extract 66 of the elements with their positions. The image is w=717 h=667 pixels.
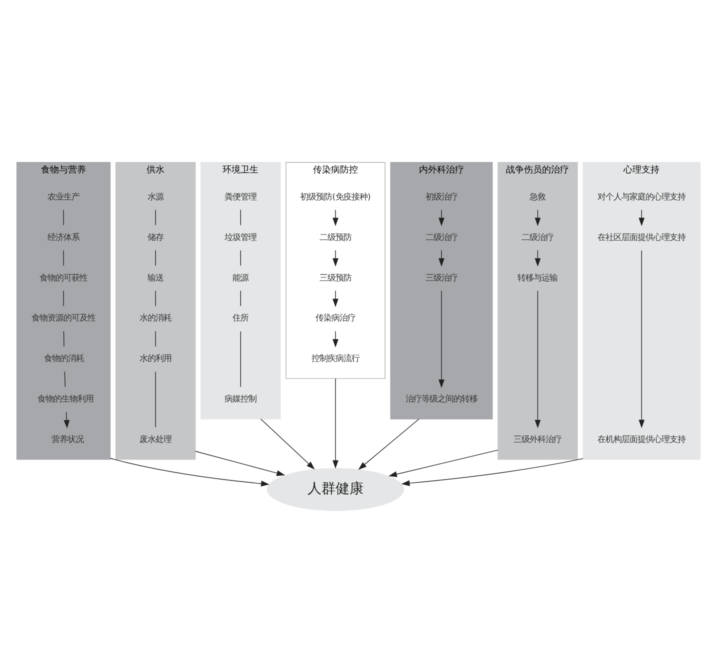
node-text: 输送 bbox=[148, 272, 164, 282]
node-text: 食物资源的可及性 bbox=[32, 312, 96, 322]
connector bbox=[240, 249, 241, 266]
node-text: 食物的可获性 bbox=[40, 272, 88, 282]
node-text: 二级预防 bbox=[319, 231, 352, 242]
arrow bbox=[332, 330, 338, 348]
connector bbox=[155, 209, 156, 225]
node-text: 在机构层面提供心理支持 bbox=[598, 434, 686, 444]
arrow bbox=[110, 457, 270, 486]
connector bbox=[155, 330, 156, 346]
arrow bbox=[638, 250, 645, 428]
node-text: 转移与运输 bbox=[518, 272, 558, 282]
node-text: 治疗等级之间的转移 bbox=[405, 393, 478, 404]
arrow bbox=[438, 290, 444, 388]
connector bbox=[240, 209, 241, 225]
arrow bbox=[401, 458, 584, 486]
node-text: 农业生产 bbox=[48, 190, 80, 201]
arrow bbox=[260, 418, 315, 469]
arrow bbox=[332, 290, 338, 307]
connector bbox=[63, 290, 64, 306]
node-text: 在社区层面提供心理支持 bbox=[598, 231, 686, 242]
node-ellipse: 人群健康 bbox=[266, 466, 405, 512]
node-text: 食物的消耗 bbox=[44, 352, 84, 363]
connector bbox=[155, 290, 156, 306]
node-text: 二级治疗 bbox=[425, 231, 458, 242]
node-text: 初级预防(免疫接种) bbox=[300, 190, 371, 201]
arrow bbox=[534, 290, 541, 428]
node-text: 三级治疗 bbox=[425, 272, 458, 282]
arrow bbox=[332, 209, 338, 226]
node-text: 储存 bbox=[148, 231, 164, 242]
node-text: 传染病治疗 bbox=[315, 312, 356, 322]
node-text: 能源 bbox=[232, 272, 249, 282]
node-text: 病媒控制 bbox=[224, 393, 257, 404]
node-text: 水源 bbox=[148, 190, 164, 201]
connector bbox=[63, 209, 64, 225]
connector bbox=[240, 290, 241, 306]
node-text: 对个人与家庭的心理支持 bbox=[598, 190, 686, 201]
connector bbox=[240, 330, 241, 387]
connector bbox=[63, 330, 64, 346]
node-text: 经济体系 bbox=[48, 231, 80, 242]
node-text: 控制疾病流行 bbox=[311, 352, 360, 363]
arrow bbox=[358, 418, 420, 470]
node-text: 废水处理 bbox=[140, 434, 172, 444]
node-text: 初级治疗 bbox=[425, 190, 458, 201]
arrow bbox=[332, 378, 338, 468]
node-text: 三级外科治疗 bbox=[514, 434, 562, 444]
arrow bbox=[332, 249, 338, 266]
arrow bbox=[194, 450, 286, 476]
node-text: 急救 bbox=[530, 190, 546, 201]
connector bbox=[63, 249, 64, 266]
node-text: 住所 bbox=[232, 312, 249, 322]
connector bbox=[155, 249, 156, 266]
connector bbox=[155, 370, 156, 428]
node-text: 三级预防 bbox=[319, 272, 352, 282]
arrow bbox=[64, 411, 70, 428]
node-text: 水的消耗 bbox=[140, 312, 172, 322]
arrow bbox=[388, 449, 498, 477]
node-text: 垃圾管理 bbox=[224, 231, 257, 242]
node-text: 粪便管理 bbox=[224, 190, 257, 201]
node-text: 水的利用 bbox=[140, 352, 172, 363]
node-text: 食物的生物利用 bbox=[38, 393, 94, 404]
arrow bbox=[438, 209, 444, 226]
node-text: 二级治疗 bbox=[522, 231, 554, 242]
arrow bbox=[438, 249, 444, 266]
node-text: 营养状况 bbox=[52, 434, 84, 444]
connector bbox=[64, 370, 66, 387]
